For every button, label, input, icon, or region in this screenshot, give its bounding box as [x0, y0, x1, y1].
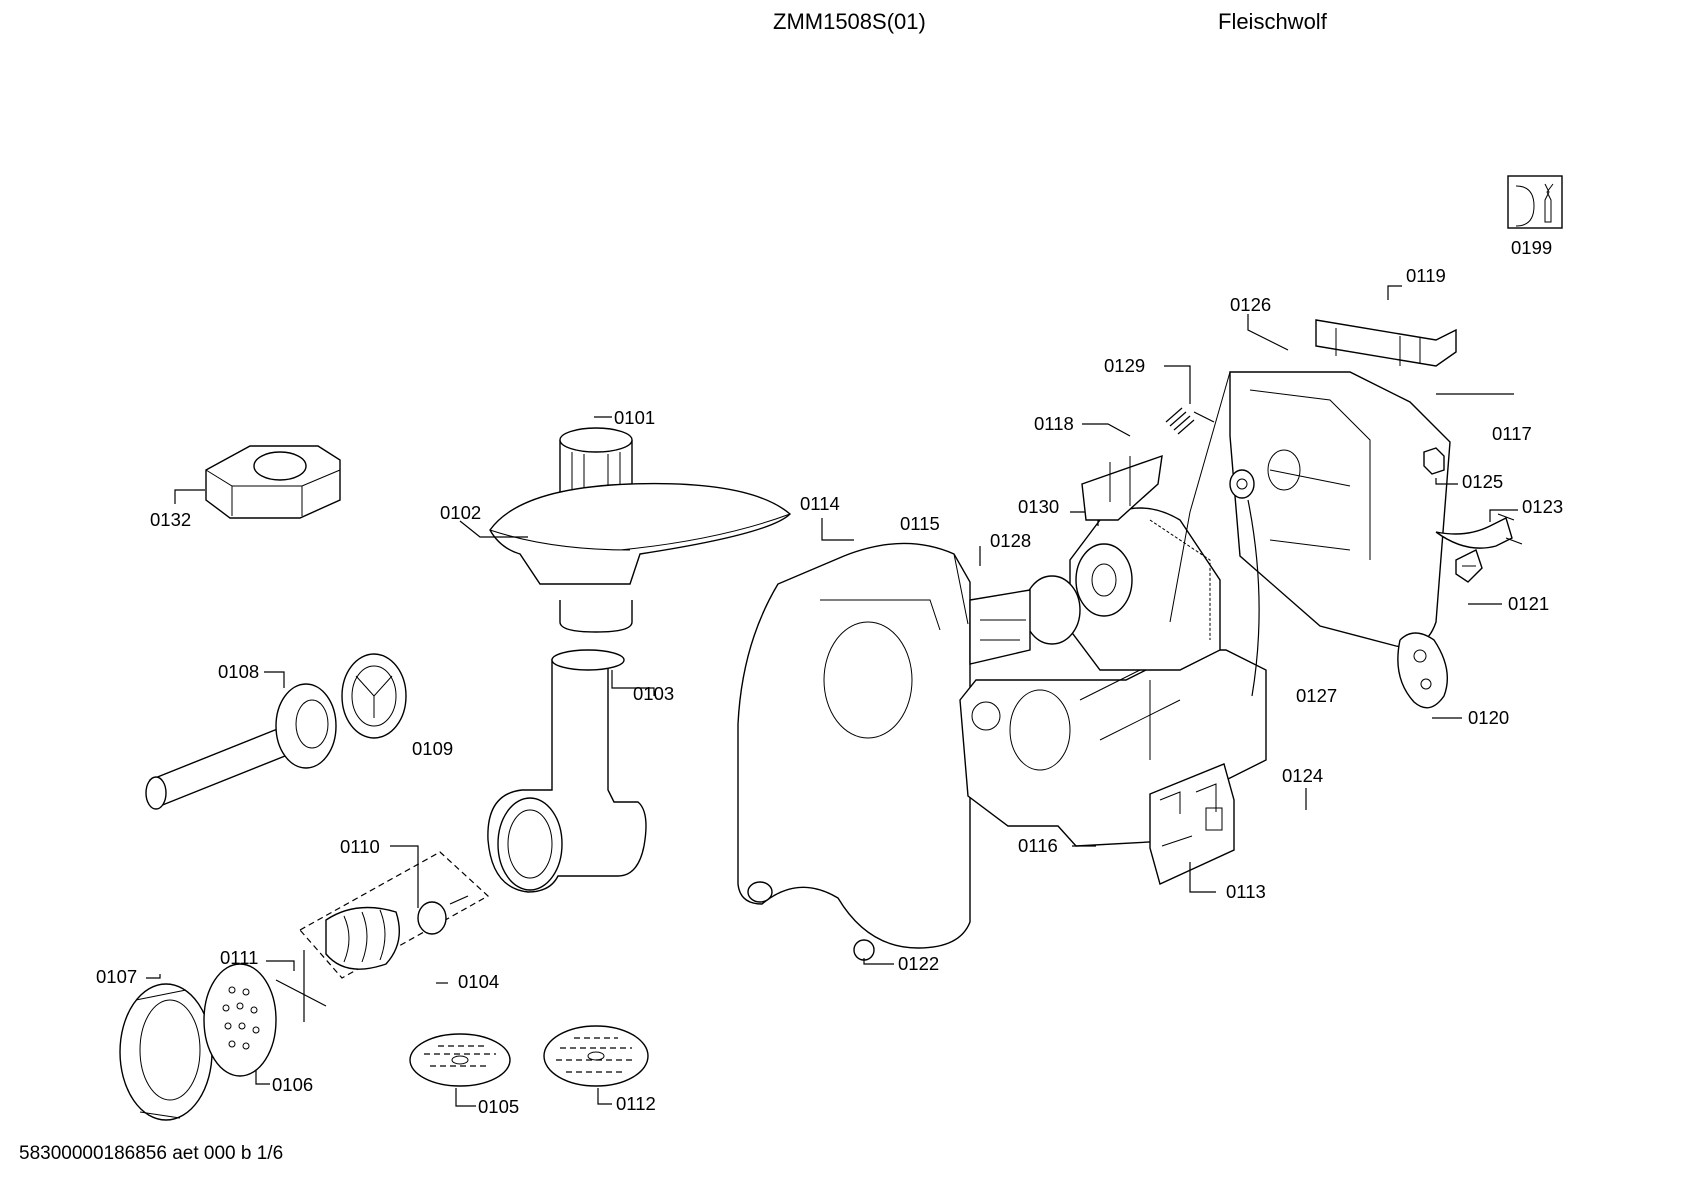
- part-label-0114: 0114: [800, 493, 840, 514]
- part-label-0105: 0105: [478, 1096, 519, 1117]
- part-label-0123: 0123: [1522, 496, 1563, 517]
- part-0130-drawing: [1069, 507, 1221, 671]
- part-label-0111: 0111: [220, 947, 258, 968]
- part-label-0118: 0118: [1034, 413, 1074, 434]
- model-number: ZMM1508S(01): [773, 9, 926, 34]
- part-0129-drawing: [1165, 407, 1195, 435]
- part-label-0119: 0119: [1406, 265, 1446, 286]
- service-tools-icon: [1507, 175, 1563, 229]
- part-0128-drawing: [969, 575, 1081, 665]
- part-label-0130: 0130: [1018, 496, 1059, 517]
- part-0119-drawing: [1315, 319, 1457, 367]
- part-label-0120: 0120: [1468, 707, 1509, 728]
- part-0109-drawing: [341, 653, 407, 739]
- part-0103-drawing: [487, 649, 647, 893]
- part-label-0199: 0199: [1511, 237, 1552, 258]
- part-0105-drawing: [409, 1033, 511, 1087]
- part-label-0124: 0124: [1282, 765, 1323, 786]
- part-0113-drawing: [1149, 763, 1235, 885]
- part-0104-drawing: [299, 851, 490, 979]
- part-label-0127: 0127: [1296, 685, 1337, 706]
- part-0132-drawing: [205, 445, 341, 519]
- part-0114-drawing: [737, 542, 971, 961]
- diagram-title: Fleischwolf: [1218, 9, 1327, 34]
- part-label-0104: 0104: [458, 971, 499, 992]
- part-label-0129: 0129: [1104, 355, 1145, 376]
- part-0102-drawing: [489, 482, 792, 633]
- part-0107-drawing: [119, 983, 213, 1121]
- part-label-0109: 0109: [412, 738, 453, 759]
- part-0121-drawing: [1455, 549, 1483, 583]
- part-label-0125: 0125: [1462, 471, 1503, 492]
- part-label-0112: 0112: [616, 1093, 656, 1114]
- part-0126-drawing: [1169, 371, 1451, 648]
- part-0123-drawing: [1435, 513, 1523, 549]
- part-label-0113: 0113: [1226, 881, 1266, 902]
- part-label-0110: 0110: [340, 836, 380, 857]
- part-label-0132: 0132: [150, 509, 191, 530]
- part-label-0107: 0107: [96, 966, 137, 987]
- part-0118-drawing: [1081, 454, 1163, 521]
- part-label-0103: 0103: [633, 683, 674, 704]
- part-0108-drawing: [145, 683, 337, 810]
- part-label-0102: 0102: [440, 502, 481, 523]
- part-label-0101: 0101: [614, 407, 655, 428]
- document-id: 58300000186856 aet 000 b 1/6: [19, 1143, 284, 1164]
- part-label-0128: 0128: [990, 530, 1031, 551]
- part-label-0117: 0117: [1492, 423, 1532, 444]
- part-label-0116: 0116: [1018, 835, 1058, 856]
- part-0127-drawing: [1229, 469, 1255, 499]
- part-label-0126: 0126: [1230, 294, 1271, 315]
- part-0112-drawing: [543, 1025, 649, 1087]
- part-label-0121: 0121: [1508, 593, 1549, 614]
- part-0125-drawing: [1423, 447, 1445, 475]
- part-label-0115: 0115: [900, 513, 940, 534]
- part-0120-drawing: [1397, 632, 1448, 709]
- part-0106-drawing: [203, 963, 277, 1077]
- part-label-0106: 0106: [272, 1074, 313, 1095]
- part-label-0108: 0108: [218, 661, 259, 682]
- part-0111-drawing: [275, 950, 327, 1022]
- part-label-0122: 0122: [898, 953, 939, 974]
